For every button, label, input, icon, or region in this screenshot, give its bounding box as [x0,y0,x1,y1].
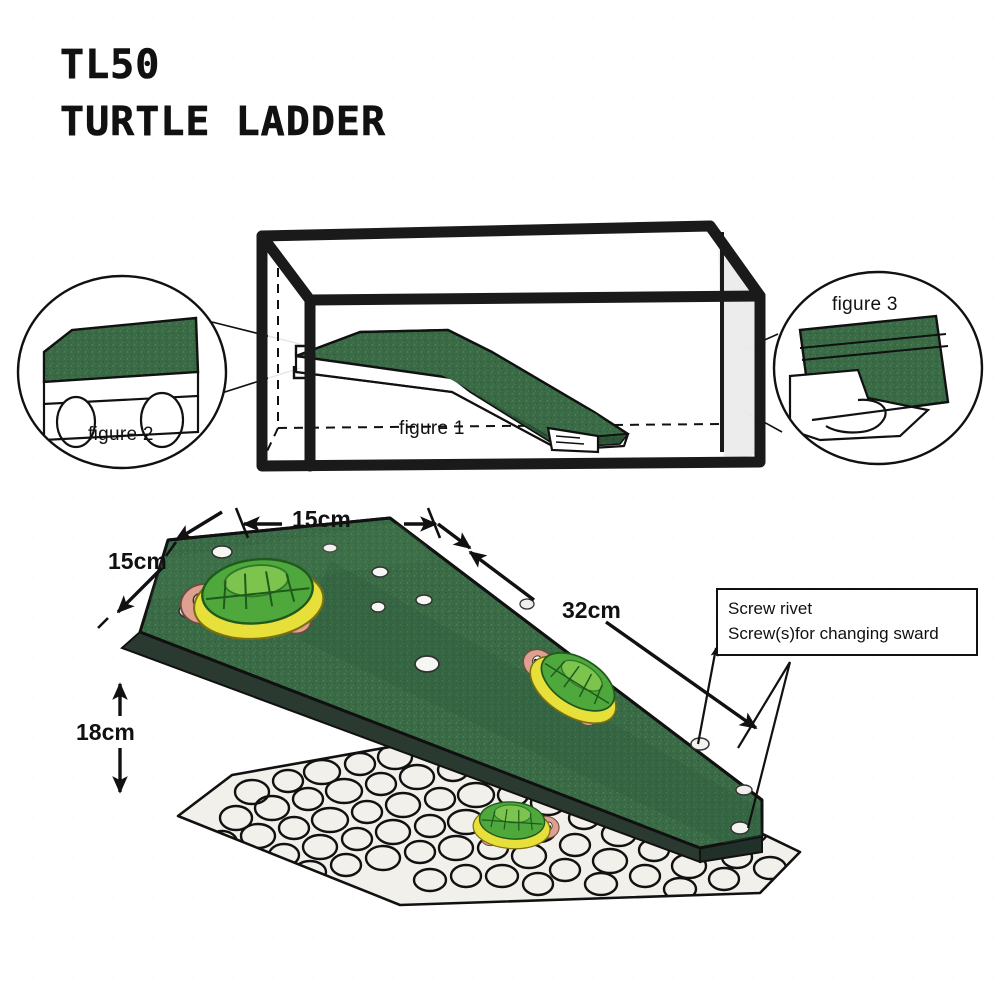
screw-callout-box: Screw rivet Screw(s)for changing sward [716,588,978,657]
product-name: TURTLE LADDER [60,99,387,146]
figure-3-circle [772,270,984,466]
dim-diag-arrow-up [468,550,536,602]
dimension-height: 18cm [76,719,135,745]
dimension-left-width: 15cm [108,548,167,574]
dim-top-ext-right [436,522,472,550]
dim-diag-arrow-down [605,620,758,730]
figure-3-detail [772,270,984,466]
tank-hidden-edges [261,268,723,463]
figure-2-label: figure 2 [88,424,154,445]
dimension-arrows [97,507,758,794]
figure-1-tank [205,220,783,472]
callout-line-2: Screw(s)for changing sward [728,623,939,643]
ramp-foot-clip [546,426,600,454]
figure-2-circle [16,274,228,470]
callout-leader-lines [696,647,792,829]
product-code: TL50 [60,42,161,88]
figure-2-detail [16,274,228,470]
turtle-figure-3 [472,801,560,850]
figure-3-label: figure 3 [832,294,898,315]
turtle-figure-1 [179,557,325,640]
suction-cup-left [55,395,97,449]
figure-1-label: figure 1 [399,418,465,439]
title-block: TL50 TURTLE LADDER [60,42,387,146]
dim-top-ext-left [174,510,223,542]
dimension-diagonal-length: 32cm [562,597,621,623]
tank-frame [256,220,766,472]
turtle-figure-2 [522,648,617,727]
dimension-top-width: 15cm [292,506,351,532]
tank-ramp [292,328,630,454]
callout-line-1: Screw rivet [728,599,813,618]
dim-left-arrow-lower [116,566,164,614]
